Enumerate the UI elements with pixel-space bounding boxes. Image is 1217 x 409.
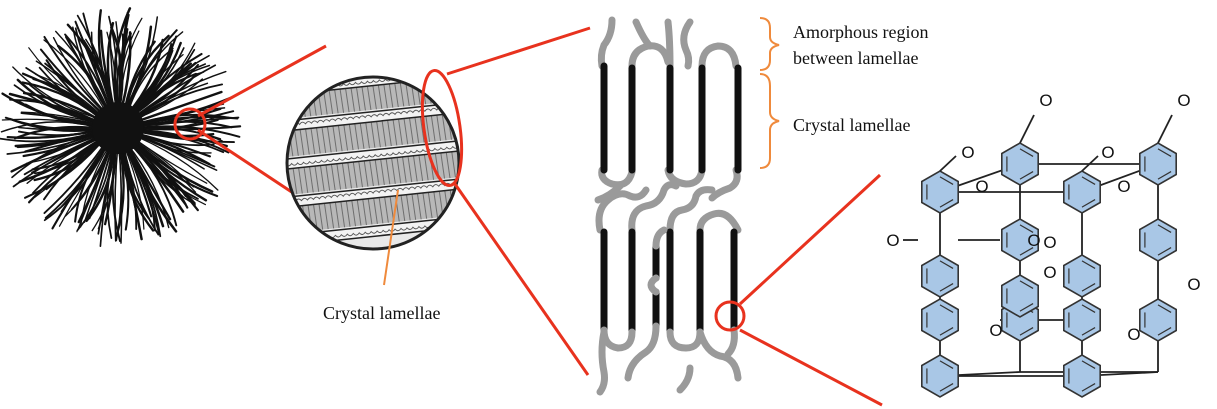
- crystal-brace: [760, 74, 779, 168]
- zoom-lines-chain: [740, 175, 882, 405]
- chain-folding-diagram: [598, 20, 738, 392]
- chain-zoom-circle: [716, 302, 744, 330]
- oxygen-atom-label: O: [1127, 325, 1140, 344]
- oxygen-atom-label: O: [989, 321, 1002, 340]
- amorphous-region-label-line2: between lamellae: [793, 46, 918, 70]
- zoom-lines-lamellae: [447, 28, 590, 375]
- oxygen-atom-label: O: [1177, 91, 1190, 110]
- oxygen-atom-label: O: [1187, 275, 1200, 294]
- amorphous-brace: [760, 18, 779, 70]
- oxygen-atom-label: O: [961, 143, 974, 162]
- magnified-lamellae-circle: [271, 66, 478, 249]
- oxygen-atom-label: O: [1043, 233, 1056, 252]
- oxygen-atom-label: O: [1039, 91, 1052, 110]
- oxygen-atom-label: O: [975, 177, 988, 196]
- amorphous-region-label-line1: Amorphous region: [793, 20, 928, 44]
- oxygen-atom-label: O: [1117, 177, 1130, 196]
- oxygen-atom-label: O: [1101, 143, 1114, 162]
- oxygen-atom-label: O: [1027, 231, 1040, 250]
- crystal-lamellae-label-right: Crystal lamellae: [793, 113, 910, 137]
- oxygen-atom-label: O: [1043, 263, 1056, 282]
- crystal-lamellae-label-left: Crystal lamellae: [323, 301, 440, 325]
- oxygen-atom-label: O: [886, 231, 899, 250]
